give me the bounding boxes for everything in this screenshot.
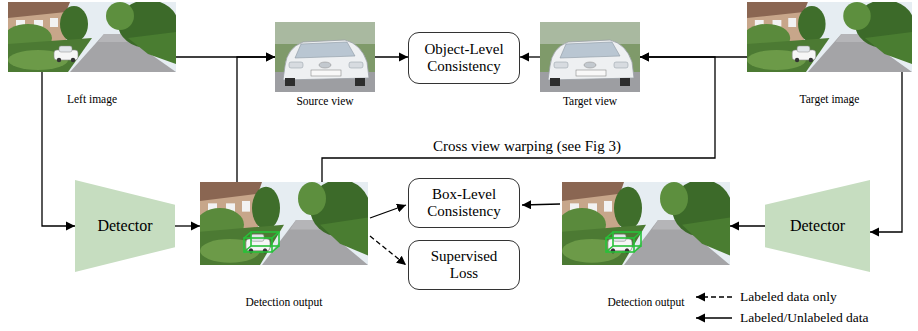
legend-row: Labeled/Unlabeled data bbox=[694, 310, 869, 326]
loss-box: Supervised Loss bbox=[408, 240, 520, 290]
image-caption: Detection output bbox=[246, 296, 323, 308]
legend-text: Labeled/Unlabeled data bbox=[740, 310, 869, 326]
loss-box: Box-Level Consistency bbox=[408, 178, 520, 228]
data-flow-arrow bbox=[520, 56, 540, 57]
input-image: Target image bbox=[747, 2, 912, 72]
edge-label: Cross view warping (see Fig 3) bbox=[430, 138, 624, 155]
detector-block: Detector bbox=[75, 180, 175, 272]
detection-image: Detection output bbox=[562, 182, 730, 265]
data-flow-arrow bbox=[237, 57, 275, 182]
legend-line bbox=[696, 296, 732, 297]
node-label: Object-Level Consistency bbox=[415, 41, 513, 76]
detector-block: Detector bbox=[765, 180, 870, 272]
image-caption: Detection output bbox=[608, 296, 685, 308]
legend-sample bbox=[694, 290, 734, 304]
node-label: Detector bbox=[97, 217, 152, 235]
image-caption: Source view bbox=[296, 95, 353, 107]
detector-shape bbox=[75, 180, 175, 272]
view-image: Source view bbox=[275, 22, 375, 92]
image-caption: Target view bbox=[563, 95, 617, 107]
data-flow-arrow bbox=[375, 56, 408, 57]
labeled-only-arrow bbox=[370, 236, 406, 265]
input-image: Left image bbox=[8, 2, 176, 72]
image-caption: Target image bbox=[800, 93, 860, 105]
data-flow-arrow bbox=[522, 204, 560, 205]
data-flow-arrow bbox=[370, 205, 406, 218]
legend-sample bbox=[694, 311, 734, 325]
data-flow-arrow bbox=[870, 72, 902, 232]
detection-image: Detection output bbox=[200, 182, 368, 265]
node-label: Detector bbox=[790, 217, 845, 235]
view-image: Target view bbox=[540, 22, 640, 92]
legend-text: Labeled data only bbox=[740, 289, 837, 305]
image-caption: Left image bbox=[67, 93, 117, 105]
detector-shape bbox=[765, 180, 870, 272]
node-label: Supervised Loss bbox=[415, 248, 513, 283]
legend-line bbox=[696, 317, 732, 318]
data-flow-arrow bbox=[175, 225, 200, 226]
legend-row: Labeled data only bbox=[694, 289, 837, 305]
data-flow-arrow bbox=[730, 225, 765, 226]
node-label: Box-Level Consistency bbox=[415, 186, 513, 221]
loss-box: Object-Level Consistency bbox=[408, 32, 520, 84]
